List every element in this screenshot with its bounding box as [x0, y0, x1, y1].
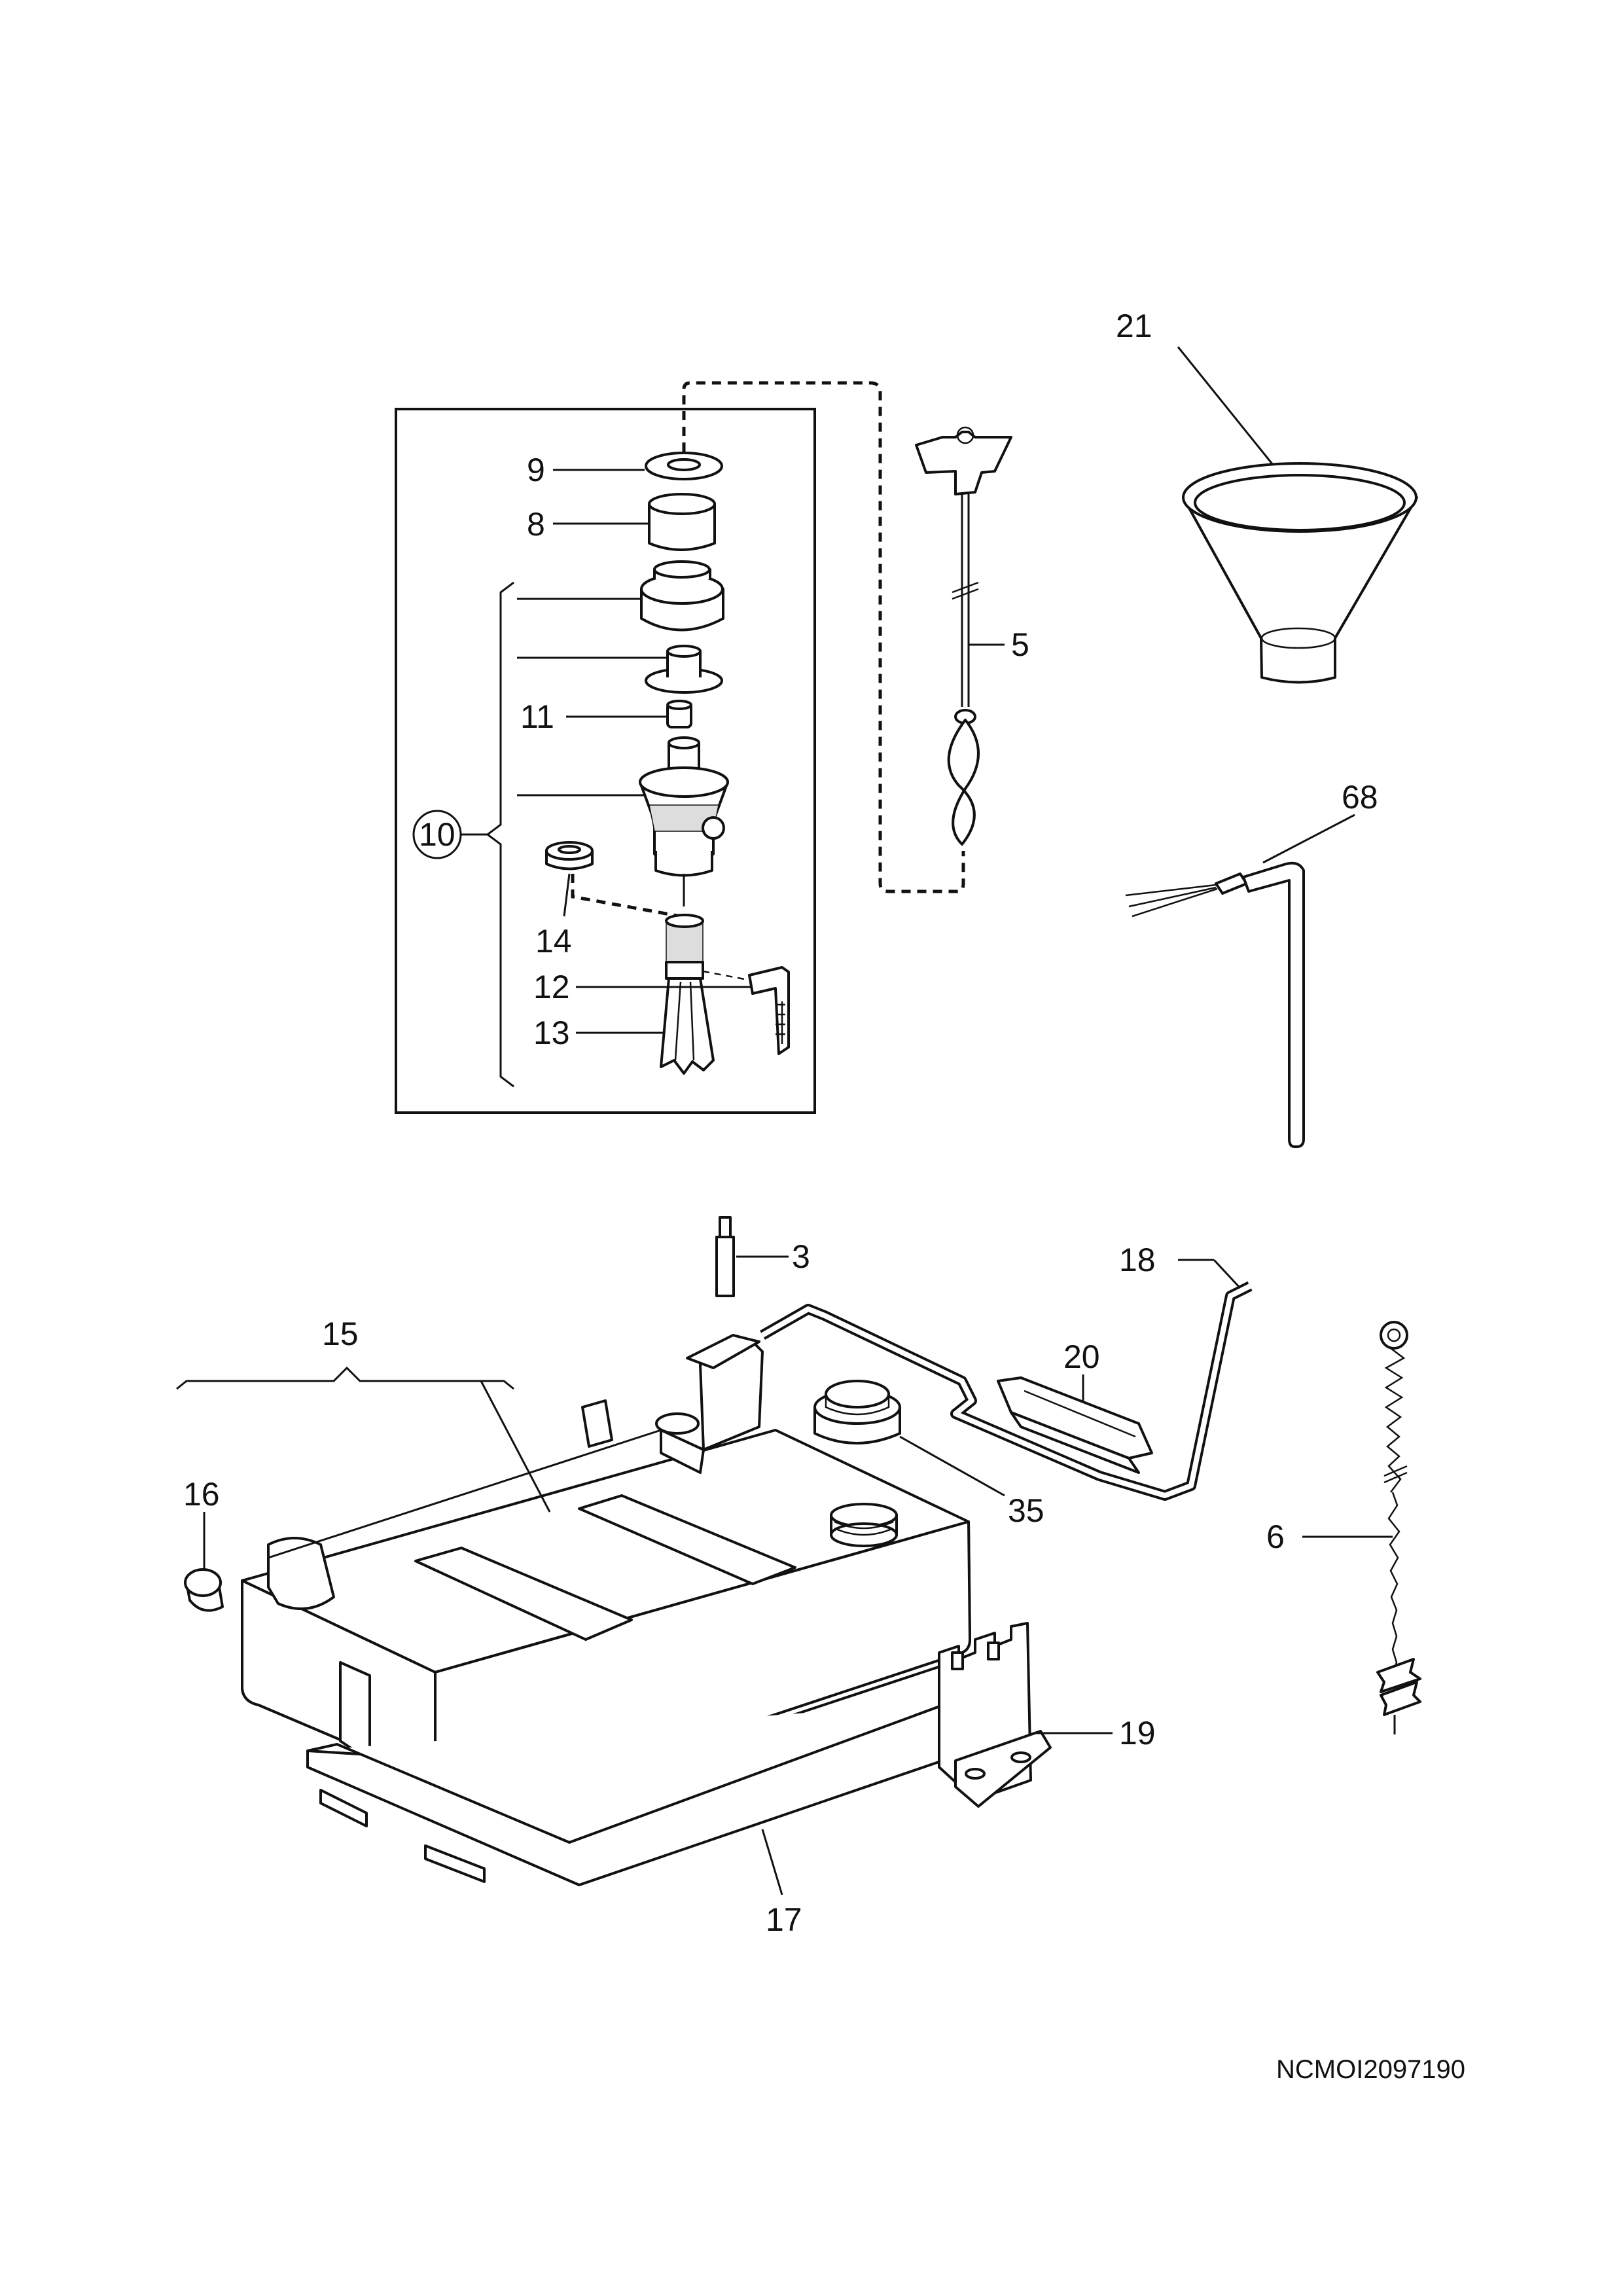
part-17-tray [306, 1661, 954, 1886]
part-8-sleeve [648, 493, 716, 551]
callout-19: 19 [1119, 1715, 1156, 1751]
callout-9: 9 [527, 452, 545, 488]
part-6-brush [1376, 1321, 1421, 1734]
part-35-cap [813, 1380, 901, 1444]
part-filter-cap [640, 560, 724, 632]
callout-17: 17 [766, 1901, 802, 1938]
part-68-probe [1125, 861, 1305, 1148]
part-9-washer [645, 452, 723, 480]
callout-15: 15 [322, 1316, 359, 1352]
part-20-channel [997, 1376, 1153, 1474]
callout-6: 6 [1266, 1518, 1285, 1555]
callout-18: 18 [1119, 1242, 1156, 1278]
part-18-rod [760, 1281, 1253, 1501]
dashed-link-top [682, 381, 965, 893]
part-14-cap [545, 841, 594, 870]
callout-20: 20 [1063, 1338, 1100, 1375]
part-5-dipstick [915, 426, 1012, 846]
callout-21: 21 [1116, 308, 1152, 344]
part-12-clip [748, 966, 790, 1055]
callout-35: 35 [1008, 1492, 1044, 1529]
part-11-nut [666, 700, 692, 728]
callout-14: 14 [535, 923, 572, 960]
callout-11: 11 [520, 698, 554, 735]
callout-8: 8 [527, 506, 545, 543]
callout-12: 12 [533, 969, 570, 1005]
part-21-funnel [1182, 462, 1418, 684]
callout-10: 10 [419, 816, 455, 853]
bracket-15 [176, 1366, 514, 1390]
part-3-stud [715, 1216, 735, 1297]
part-strainer-body [639, 736, 729, 877]
level-rod-16 [268, 1429, 662, 1559]
callout-68: 68 [1342, 779, 1378, 816]
callout-13: 13 [533, 1014, 570, 1051]
filter-assembly-frame [395, 408, 816, 1114]
part-13-sock [660, 914, 715, 1075]
part-19-bracket [938, 1622, 1052, 1808]
callout-16: 16 [183, 1476, 220, 1513]
bracket-10 [486, 581, 514, 1088]
drawing-code: NCMOI2097190 [1276, 2055, 1465, 2084]
callout-3: 3 [792, 1238, 810, 1275]
part-16-knob [184, 1568, 224, 1612]
callout-5: 5 [1011, 626, 1029, 663]
part-filter-disc [645, 645, 723, 694]
